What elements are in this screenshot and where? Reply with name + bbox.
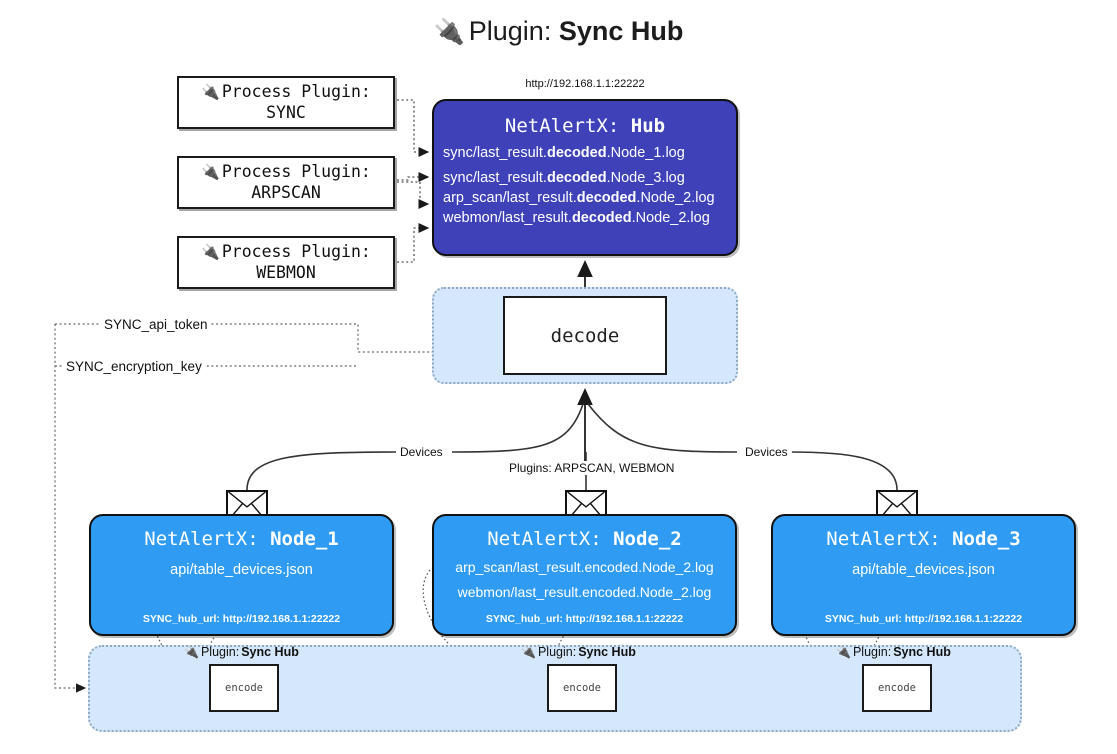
node-title: NetAlertX: Node_2 [434, 528, 735, 550]
node-3[interactable]: NetAlertX: Node_3 api/table_devices.json… [771, 514, 1076, 636]
sync-api-token-label: SYNC_api_token [101, 317, 211, 332]
node-resource-line: arp_scan/last_result.encoded.Node_2.log [455, 559, 714, 575]
edge-label-devices-right: Devices [741, 445, 792, 459]
hub-log-entry: arp_scan/last_result.decoded.Node_2.log [443, 190, 715, 206]
encode-box-2[interactable]: encode [547, 664, 617, 712]
hub-log-entry: sync/last_result.decoded.Node_1.log [443, 145, 685, 161]
process-plugin-webmon[interactable]: 🔌Process Plugin: WEBMON [177, 236, 395, 289]
page-title-prefix: Plugin: [468, 16, 552, 46]
node-resource-line: api/table_devices.json [852, 562, 995, 578]
plug-icon: 🔌 [521, 645, 536, 659]
plug-icon: 🔌 [433, 18, 465, 46]
encode-box-3[interactable]: encode [862, 664, 932, 712]
encode-box-1[interactable]: encode [209, 664, 279, 712]
node-title-prefix: NetAlertX: [826, 528, 941, 550]
hub-log-entry: sync/last_result.decoded.Node_3.log [443, 170, 685, 186]
edge-label-devices-left: Devices [396, 445, 447, 459]
hub-title-name: Hub [630, 115, 666, 137]
node-2[interactable]: NetAlertX: Node_2 arp_scan/last_result.e… [432, 514, 737, 636]
process-plugin-name: WEBMON [256, 262, 316, 282]
process-plugin-sync[interactable]: 🔌Process Plugin: SYNC [177, 76, 395, 129]
process-plugin-arpscan[interactable]: 🔌Process Plugin: ARPSCAN [177, 156, 395, 209]
node-title-name: Node_1 [270, 528, 339, 550]
node-title-name: Node_3 [952, 528, 1021, 550]
plug-icon: 🔌 [201, 162, 220, 181]
hub-log-entry: webmon/last_result.decoded.Node_2.log [443, 210, 710, 226]
node-hub-url: SYNC_hub_url: http://192.168.1.1:22222 [485, 613, 684, 625]
plug-icon: 🔌 [184, 645, 199, 659]
node-title-prefix: NetAlertX: [487, 528, 602, 550]
hub-title: NetAlertX: Hub [434, 115, 736, 137]
hub-title-prefix: NetAlertX: [504, 115, 620, 137]
edge-label-plugins: Plugins: ARPSCAN, WEBMON [505, 461, 679, 475]
decode-box[interactable]: decode [503, 296, 667, 375]
node-title: NetAlertX: Node_1 [91, 528, 392, 550]
node-resource-line: webmon/last_result.encoded.Node_2.log [457, 584, 712, 600]
node-title: NetAlertX: Node_3 [773, 528, 1074, 550]
node-resource-line: api/table_devices.json [170, 562, 313, 578]
bottom-plugin-label-3: 🔌Plugin: Sync Hub [836, 645, 951, 659]
plug-icon: 🔌 [836, 645, 851, 659]
process-plugin-label: Process Plugin: [221, 81, 371, 101]
bottom-plugin-label-2: 🔌Plugin: Sync Hub [521, 645, 636, 659]
process-plugin-label: Process Plugin: [221, 241, 371, 261]
page-title: 🔌Plugin: Sync Hub [0, 16, 1117, 47]
sync-encryption-key-label: SYNC_encryption_key [63, 359, 205, 374]
process-plugin-name: SYNC [266, 102, 306, 122]
process-plugin-label: Process Plugin: [221, 161, 371, 181]
hub-node[interactable]: NetAlertX: Hub sync/last_result.decoded.… [432, 99, 738, 256]
node-hub-url: SYNC_hub_url: http://192.168.1.1:22222 [824, 613, 1023, 625]
process-plugin-name: ARPSCAN [251, 182, 321, 202]
plug-icon: 🔌 [201, 242, 220, 261]
hub-url-label: http://192.168.1.1:22222 [525, 78, 645, 90]
node-1[interactable]: NetAlertX: Node_1 api/table_devices.json… [89, 514, 394, 636]
node-title-prefix: NetAlertX: [144, 528, 259, 550]
node-title-name: Node_2 [613, 528, 682, 550]
plug-icon: 🔌 [201, 82, 220, 101]
page-title-name: Sync Hub [558, 16, 684, 46]
bottom-plugin-label-1: 🔌Plugin: Sync Hub [184, 645, 299, 659]
node-hub-url: SYNC_hub_url: http://192.168.1.1:22222 [142, 613, 341, 625]
